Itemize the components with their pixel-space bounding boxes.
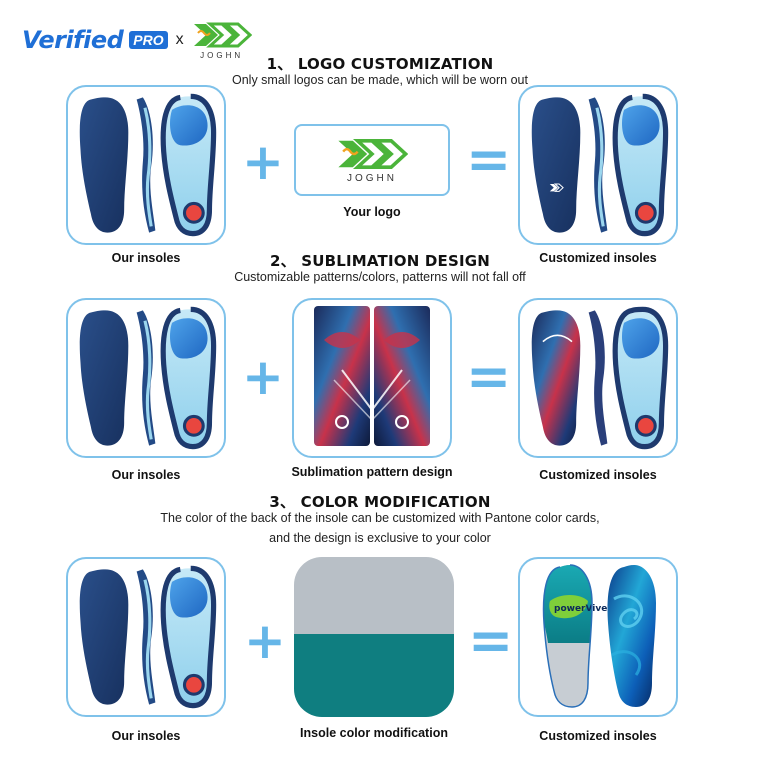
your-logo-caption: Your logo <box>343 205 401 219</box>
section-2-title: 2、 SUBLIMATION DESIGN <box>269 252 491 270</box>
our-insoles-caption-2: Our insoles <box>111 468 181 482</box>
insole-trio-image <box>68 87 224 243</box>
joghn-brand-logo: JOGHN <box>192 20 252 60</box>
brand-separator: x <box>175 31 184 48</box>
sublimation-pattern-panel <box>292 298 452 458</box>
plus-sign-2: + <box>242 348 284 406</box>
customized-insoles-panel-1 <box>518 85 678 245</box>
section-1-subtitle: Only small logos can be made, which will… <box>232 73 528 87</box>
section-3-title: 3、 COLOR MODIFICATION <box>269 493 491 511</box>
customized-insoles-panel-3: powerVive <box>518 557 678 717</box>
pro-badge: PRO <box>129 31 168 49</box>
sublimation-caption: Sublimation pattern design <box>291 465 453 479</box>
customized-insoles-caption-2: Customized insoles <box>539 468 657 482</box>
equals-sign-3: = <box>468 609 514 672</box>
our-insoles-panel-2 <box>66 298 226 458</box>
section-3-subtitle-line-2: and the design is exclusive to your colo… <box>269 531 491 545</box>
section-1-title: 1、 LOGO CUSTOMIZATION <box>266 55 494 73</box>
customized-insole-image <box>520 87 676 243</box>
customized-insoles-caption-3: Customized insoles <box>539 729 657 743</box>
powervive-logo-text: powerVive <box>554 604 607 614</box>
plus-sign-3: + <box>244 612 286 670</box>
verified-brand: Verified <box>22 26 124 54</box>
plus-sign-1: + <box>242 133 284 191</box>
insole-trio-image <box>68 559 224 715</box>
our-insoles-caption-1: Our insoles <box>111 251 181 265</box>
our-insoles-caption-3: Our insoles <box>111 729 181 743</box>
section-3-subtitle-line-1: The color of the back of the insole can … <box>160 511 600 525</box>
color-swatch-top <box>294 557 454 634</box>
insole-trio-image <box>68 300 224 456</box>
our-insoles-panel-1 <box>66 85 226 245</box>
customized-insoles-caption-1: Customized insoles <box>539 251 657 265</box>
color-modification-card <box>294 557 454 717</box>
your-logo-card: JOGHN <box>294 124 450 196</box>
our-insoles-panel-3 <box>66 557 226 717</box>
equals-sign-1: = <box>466 128 512 191</box>
sublimation-pattern-image <box>314 306 430 446</box>
logo-card-text: JOGHN <box>347 173 397 184</box>
customized-insole-image: powerVive <box>542 564 656 708</box>
equals-sign-2: = <box>466 345 512 408</box>
joghn-brand-text: JOGHN <box>200 51 244 60</box>
joghn-logo-icon <box>192 22 252 48</box>
brand-header: Verified PRO x JOGHN <box>22 20 252 60</box>
color-swatch-bottom <box>294 633 454 717</box>
color-modification-caption: Insole color modification <box>300 726 448 740</box>
section-2-subtitle: Customizable patterns/colors, patterns w… <box>234 270 526 284</box>
customized-insole-image <box>531 306 669 450</box>
joghn-logo-icon <box>336 139 408 169</box>
customized-insoles-panel-2 <box>518 298 678 458</box>
